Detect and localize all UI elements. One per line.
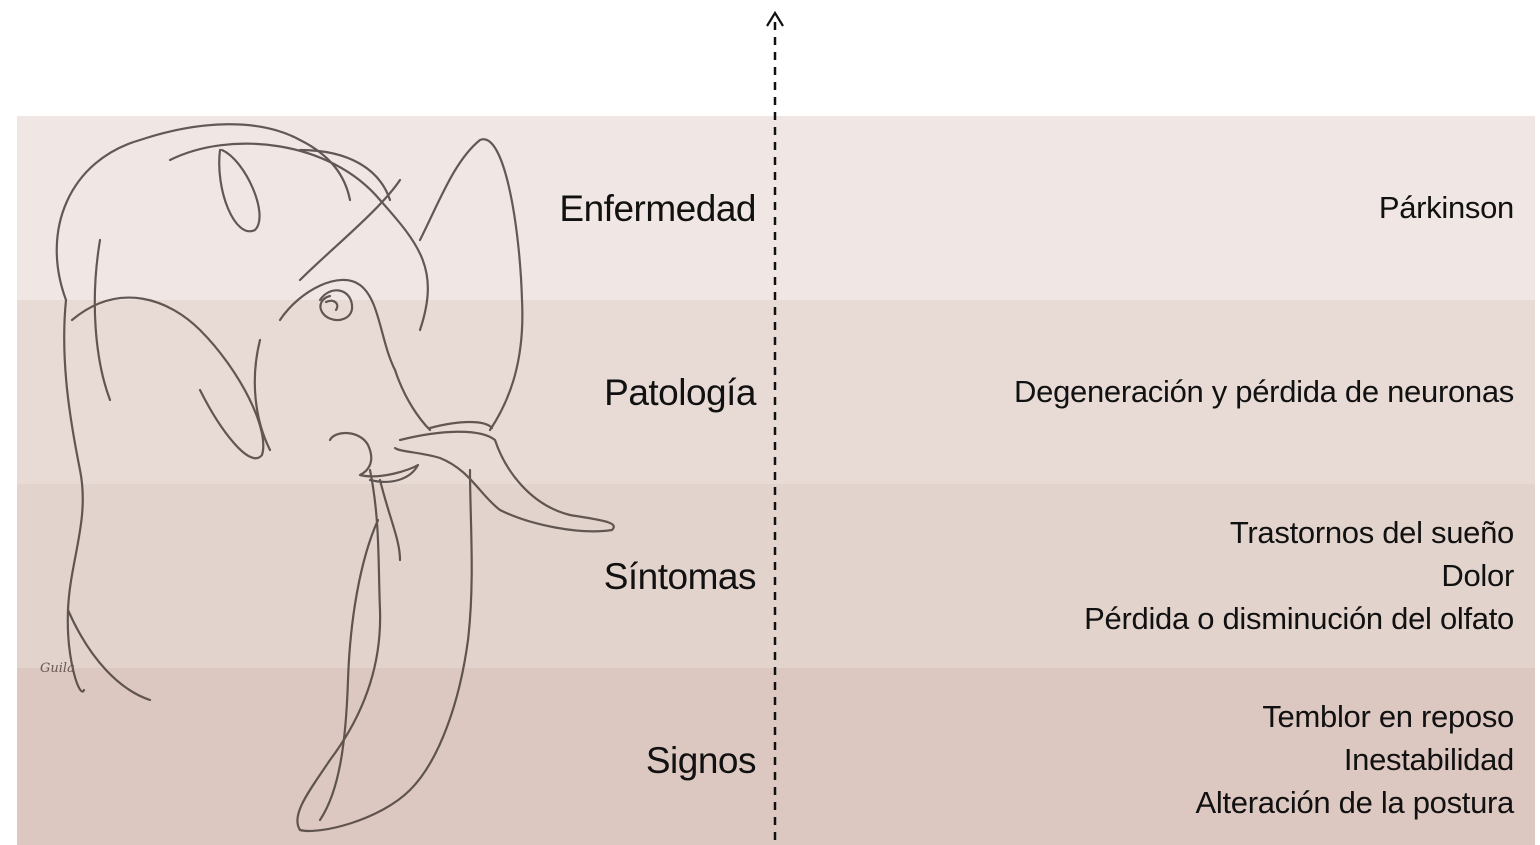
- value-item: Trastornos del sueño: [1084, 511, 1514, 554]
- values-signos: Temblor en reposo Inestabilidad Alteraci…: [1196, 695, 1515, 824]
- value-item: Dolor: [1084, 554, 1514, 597]
- signature-text: Guila: [40, 661, 75, 676]
- label-enfermedad: Enfermedad: [559, 190, 756, 227]
- values-enfermedad: Párkinson: [1379, 186, 1514, 229]
- value-item: Temblor en reposo: [1196, 695, 1515, 738]
- label-signos: Signos: [646, 742, 756, 779]
- label-patologia: Patología: [604, 374, 756, 411]
- value-item: Pérdida o disminución del olfato: [1084, 597, 1514, 640]
- value-item: Degeneración y pérdida de neuronas: [1014, 370, 1514, 413]
- values-patologia: Degeneración y pérdida de neuronas: [1014, 370, 1514, 413]
- value-item: Alteración de la postura: [1196, 781, 1515, 824]
- values-sintomas: Trastornos del sueño Dolor Pérdida o dis…: [1084, 511, 1514, 640]
- value-item: Inestabilidad: [1196, 738, 1515, 781]
- label-sintomas: Síntomas: [604, 558, 756, 595]
- value-item: Párkinson: [1379, 186, 1514, 229]
